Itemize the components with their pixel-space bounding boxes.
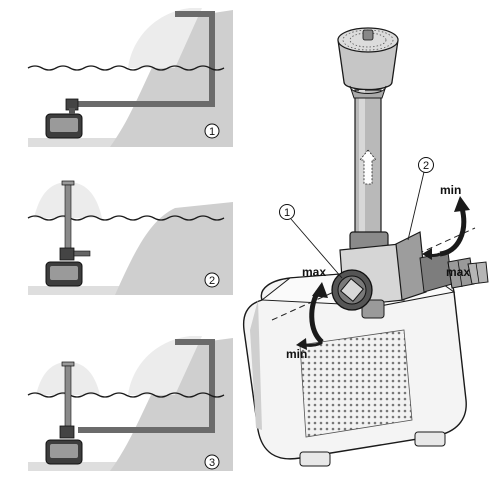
- flow-regulator-knob-1: [331, 269, 373, 311]
- hose-outlet-regulator-2: [395, 231, 489, 301]
- splash-arc: [128, 8, 202, 68]
- right-adjuster-min-label: min: [440, 183, 461, 197]
- water-surface: [27, 215, 225, 221]
- pond-bank: [115, 202, 233, 295]
- callout-1-number: 1: [284, 207, 290, 219]
- water-surface: [27, 392, 225, 398]
- pump-small: [45, 425, 83, 465]
- splash-arc: [128, 336, 202, 395]
- outlet-hose: [78, 11, 215, 107]
- panel-1-pond-with-hose: 1: [27, 8, 233, 147]
- pond-bank: [110, 10, 233, 147]
- callout-2-number: 2: [423, 160, 429, 172]
- riser-tube: [354, 89, 382, 241]
- vent-grille: [299, 329, 413, 438]
- fountain-nozzle: [337, 27, 399, 99]
- pond-bank: [110, 338, 233, 471]
- flow-up-arrow: [359, 149, 377, 185]
- outlet-hose: [78, 339, 215, 433]
- callout-2-circle: [418, 157, 434, 173]
- pump-small: [45, 247, 91, 287]
- water-surface: [27, 65, 225, 71]
- left-adjuster-arrow: [296, 282, 328, 350]
- panel-3-pond-with-fountain-and-hose: 3: [27, 336, 233, 471]
- callout-1-circle: [279, 204, 295, 220]
- left-adjuster-min-label: min: [286, 347, 307, 361]
- right-adjuster-arrow: [422, 196, 470, 260]
- panel-2-pond-with-fountain: 2: [27, 180, 233, 295]
- left-adjuster-max-label: max: [302, 265, 326, 279]
- panel-number-3: 3: [209, 457, 215, 469]
- panel-number-1: 1: [209, 126, 215, 138]
- main-pump-assembly: max min min max 1 2: [242, 27, 489, 467]
- pump-small: [45, 98, 83, 139]
- panel-number-2: 2: [209, 275, 215, 287]
- right-adjuster-max-label: max: [446, 265, 470, 279]
